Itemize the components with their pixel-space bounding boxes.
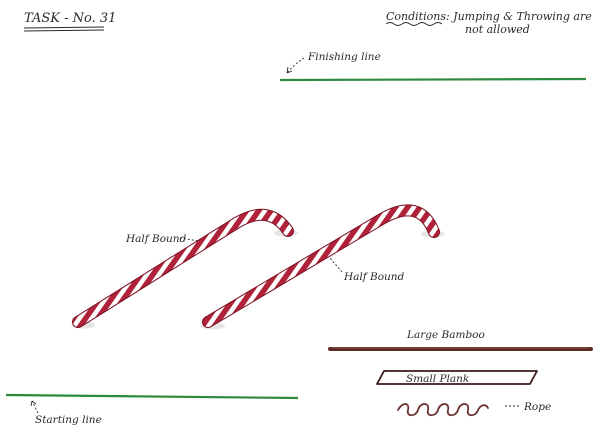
conditions-text: Conditions: Jumping & Throwing are (386, 10, 592, 23)
half-bound-left-pointer (179, 237, 200, 242)
conditions-underline (385, 22, 443, 26)
half-bound-left-label: Half Bound (125, 233, 187, 245)
half-bound-right-pointer (329, 257, 343, 273)
starting-line (5, 393, 299, 400)
finishing-line (279, 77, 587, 82)
starting-line-arrowhead (30, 400, 37, 407)
task-title: TASK - No. 31 (24, 11, 116, 26)
large-bamboo-label: Large Bamboo (406, 329, 485, 341)
small-plank-label: Small Plank (406, 373, 469, 385)
conditions-subtext: not allowed (465, 23, 530, 36)
finishing-line-label: Finishing line (307, 51, 381, 63)
rope-label: Rope (523, 401, 551, 413)
finishing-line-arrow (286, 57, 305, 74)
half-bound-right-label: Half Bound (343, 271, 405, 283)
task-title-underline-2 (23, 29, 105, 32)
finishing-line-arrowhead (286, 66, 293, 74)
task-title-underline (23, 26, 105, 29)
half-bound-left (73, 209, 293, 327)
starting-line-label: Starting line (35, 414, 102, 426)
rope (397, 403, 489, 417)
half-bound-right (203, 205, 439, 327)
small-plank (376, 370, 538, 385)
